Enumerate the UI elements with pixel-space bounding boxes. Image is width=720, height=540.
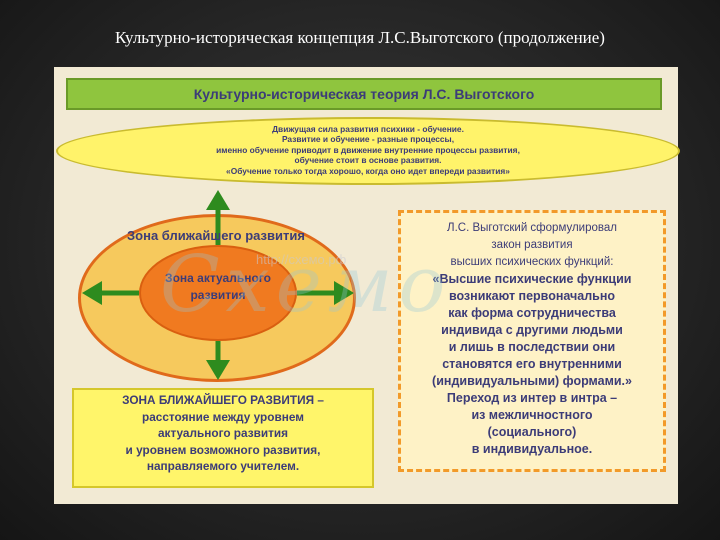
definition-box (72, 388, 374, 488)
arrow-up-icon (206, 190, 230, 245)
arrow-right-icon (297, 281, 354, 305)
law-line: (социального) (487, 425, 577, 439)
law-line: в индивидуальное. (471, 442, 593, 456)
ellipse-line: Движущая сила развития психики - обучени… (272, 124, 464, 134)
law-line: индивида с другими людьми (441, 323, 623, 337)
definition-line: расстояние между уровнем (142, 409, 304, 424)
law-line: (индивидуальными) формами.» (432, 374, 632, 388)
proximal-zone-label: Зона ближайшего развития (127, 228, 305, 243)
law-line: как форма сотрудничества (448, 306, 616, 320)
theory-banner: Культурно-историческая теория Л.С. Выгот… (66, 78, 662, 110)
law-line: из межличностного (471, 408, 593, 422)
actual-zone-ellipse (139, 245, 297, 341)
law-line: и лишь в последствии они (448, 340, 616, 354)
law-line: возникают первоначально (448, 289, 616, 303)
law-line: высших психических функций: (450, 256, 614, 268)
slide-title: Культурно-историческая концепция Л.С.Выг… (115, 28, 605, 47)
ellipse-line: Развитие и обучение - разные процессы, (281, 134, 455, 145)
law-line: становятся его внутренними (442, 357, 622, 371)
actual-zone-label: Зона актуального развития (165, 271, 271, 302)
definition-line: ЗОНА БЛИЖАЙШЕГО РАЗВИТИЯ – (122, 393, 324, 407)
arrow-left-icon (82, 281, 139, 305)
ellipse-line: именно обучение приводит в движение внут… (216, 144, 520, 155)
ellipse-line: «Обучение только тогда хорошо, когда оно… (226, 165, 510, 176)
ellipse-line: обучение стоит в основе развития. (294, 155, 442, 166)
law-line: закон развития (491, 239, 573, 251)
definition-line: и уровнем возможного развития, (125, 442, 321, 457)
definition-line: направляемого учителем. (146, 459, 300, 474)
law-box (398, 210, 666, 472)
law-line: Переход из интер в интра – (446, 391, 618, 405)
definition-line: актуального развития (157, 426, 288, 441)
definition-text: ЗОНА БЛИЖАЙШЕГО РАЗВИТИЯ – расстояние ме… (76, 392, 370, 475)
law-line: Л.С. Выготский сформулировал (447, 222, 617, 234)
watermark-url: http://схемо.рф (256, 252, 347, 267)
driving-force-ellipse (56, 117, 680, 185)
law-line: «Высшие психические функции (432, 272, 632, 286)
driving-force-text: Движущая сила развития психики - обучени… (70, 124, 666, 176)
law-text: Л.С. Выготский сформулировал закон разви… (404, 220, 660, 458)
arrow-down-icon (206, 341, 230, 380)
